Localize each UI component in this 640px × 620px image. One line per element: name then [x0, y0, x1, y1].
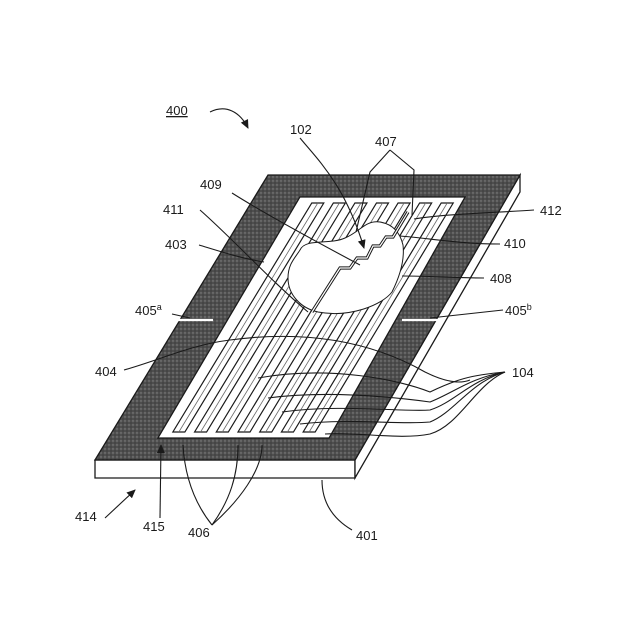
label-409: 409: [200, 177, 222, 192]
label-102: 102: [290, 122, 312, 137]
label-406: 406: [188, 525, 210, 540]
label-405b: 405b: [505, 302, 532, 318]
label-414: 414: [75, 509, 97, 524]
label-401: 401: [356, 528, 378, 543]
label-405a: 405a: [135, 302, 162, 318]
label-412: 412: [540, 203, 562, 218]
label-410: 410: [504, 236, 526, 251]
label-411: 411: [163, 202, 184, 217]
label-415: 415: [143, 519, 165, 534]
substrate-front-face: [95, 460, 355, 478]
figure-number: 400: [166, 103, 188, 118]
label-408: 408: [490, 271, 512, 286]
label-404: 404: [95, 364, 117, 379]
label-104: 104: [512, 365, 534, 380]
label-403: 403: [165, 237, 187, 252]
label-407: 407: [375, 134, 397, 149]
